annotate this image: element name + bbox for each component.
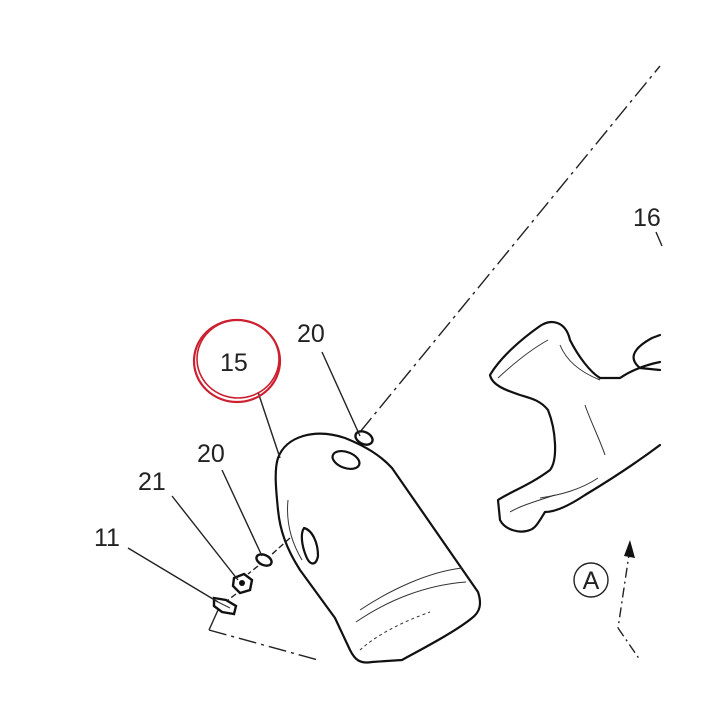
leader-11 xyxy=(127,547,219,603)
callout-21: 21 xyxy=(138,468,166,496)
svg-text:A: A xyxy=(583,567,600,595)
callout-16: 16 xyxy=(633,204,661,232)
leader-16 xyxy=(655,231,663,247)
view-a-marker: A xyxy=(573,540,641,661)
callout-20-left: 20 xyxy=(197,440,225,468)
leader-20-left xyxy=(221,469,263,557)
callout-11: 11 xyxy=(94,524,120,552)
highlight-circle xyxy=(192,318,282,404)
arrow-up-icon xyxy=(624,540,635,558)
callout-20-top: 20 xyxy=(297,320,325,348)
leader-15 xyxy=(257,391,281,459)
washer-20-left xyxy=(255,553,273,567)
leader-21 xyxy=(171,495,239,581)
screw-11 xyxy=(212,596,238,616)
bracket-part-16 xyxy=(488,321,662,533)
leader-20-top xyxy=(321,351,361,437)
assembly-axis-lower-stub xyxy=(208,609,219,631)
assembly-axis-lower xyxy=(208,629,319,661)
cover-part-15 xyxy=(274,432,482,664)
assembly-axis-upper xyxy=(359,65,661,433)
callout-15: 15 xyxy=(220,349,248,377)
hardware-axis xyxy=(227,537,291,601)
